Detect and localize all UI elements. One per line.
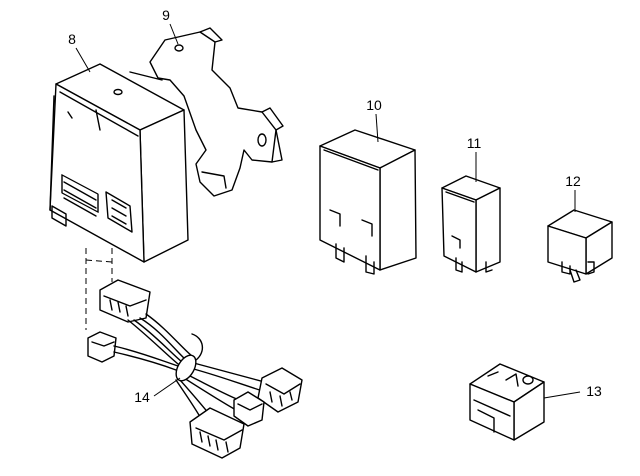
part-8-control-unit[interactable] (49, 63, 189, 263)
part-12-relay[interactable] (547, 209, 613, 283)
callout-11-label: 11 (467, 135, 482, 151)
callout-10-label: 10 (366, 97, 382, 113)
callout-14: 14 (134, 377, 181, 405)
part-10-relay[interactable] (319, 129, 417, 275)
part-14-wiring-harness[interactable] (87, 279, 303, 459)
callout-9-label: 9 (162, 7, 170, 23)
callout-14-label: 14 (134, 389, 150, 405)
part-11-relay[interactable] (441, 175, 501, 273)
callout-11: 11 (467, 135, 482, 182)
callout-9: 9 (162, 7, 179, 45)
callout-8: 8 (68, 31, 91, 73)
callout-12: 12 (565, 173, 581, 212)
callout-12-label: 12 (565, 173, 581, 189)
callout-10: 10 (366, 97, 382, 143)
callout-8-label: 8 (68, 31, 76, 47)
leader-8-to-harness-3 (85, 259, 113, 263)
callout-13: 13 (543, 383, 602, 399)
callout-13-label: 13 (586, 383, 602, 399)
part-9-bracket[interactable] (129, 27, 284, 197)
part-13-socket[interactable] (469, 363, 545, 441)
